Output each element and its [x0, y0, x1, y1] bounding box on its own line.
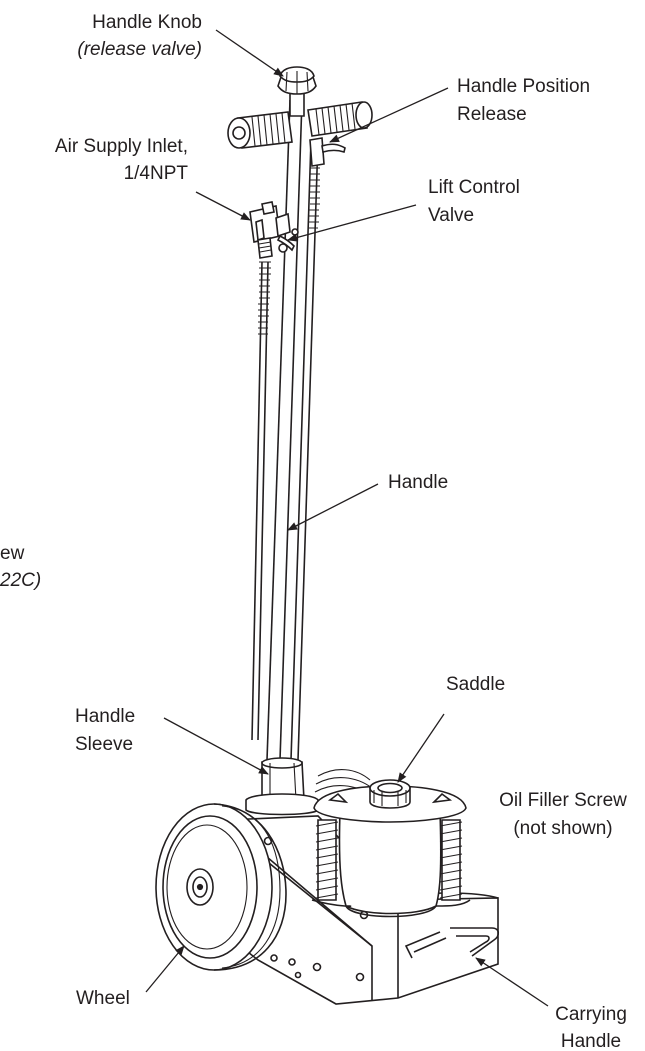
leader-handle-knob [215, 29, 284, 77]
label-handle-knob: Handle Knob [92, 12, 202, 33]
label-lift-control-valve-1: Lift Control [428, 177, 520, 198]
leader-air-supply-inlet [195, 191, 251, 221]
label-handle: Handle [388, 472, 448, 493]
label-carrying-handle-1: Carrying [555, 1004, 627, 1025]
leader-handle-sleeve [163, 717, 269, 775]
handle-top [227, 66, 373, 167]
label-cut-off-2: 22C) [0, 570, 41, 591]
label-carrying-handle-2: Handle [561, 1031, 621, 1051]
label-oil-filler-screw-1: Oil Filler Screw [499, 790, 627, 811]
label-handle-position-release-1: Handle Position [457, 76, 590, 97]
label-saddle: Saddle [446, 674, 505, 695]
label-oil-filler-screw-2: (not shown) [513, 818, 612, 839]
leader-handle-position-release [329, 87, 449, 143]
label-air-supply-inlet-2: 1/4NPT [124, 163, 189, 184]
label-handle-position-release-2: Release [457, 104, 527, 125]
label-handle-sleeve-1: Handle [75, 706, 135, 727]
leader-handle [287, 483, 379, 531]
cylinder-assembly [311, 769, 471, 918]
label-handle-sleeve-2: Sleeve [75, 734, 133, 755]
leader-carrying-handle [475, 957, 549, 1007]
leader-lift-control-valve [287, 204, 417, 242]
label-handle-knob-sub: (release valve) [77, 39, 202, 60]
label-lift-control-valve-2: Valve [428, 205, 474, 226]
air-hose [251, 261, 271, 741]
jack-illustration [155, 66, 500, 1005]
leader-saddle [397, 713, 445, 783]
valve-assembly [249, 201, 299, 259]
handle-tubes [266, 99, 320, 761]
leader-wheel [145, 945, 185, 993]
callout-labels: Handle Knob (release valve) Handle Posit… [0, 12, 627, 1051]
wheel-drawing [155, 803, 287, 971]
label-air-supply-inlet-1: Air Supply Inlet, [55, 136, 188, 157]
label-wheel: Wheel [76, 988, 130, 1009]
handle-sleeve [245, 757, 319, 816]
label-cut-off-1: ew [0, 543, 25, 564]
leader-lines [145, 29, 549, 1007]
